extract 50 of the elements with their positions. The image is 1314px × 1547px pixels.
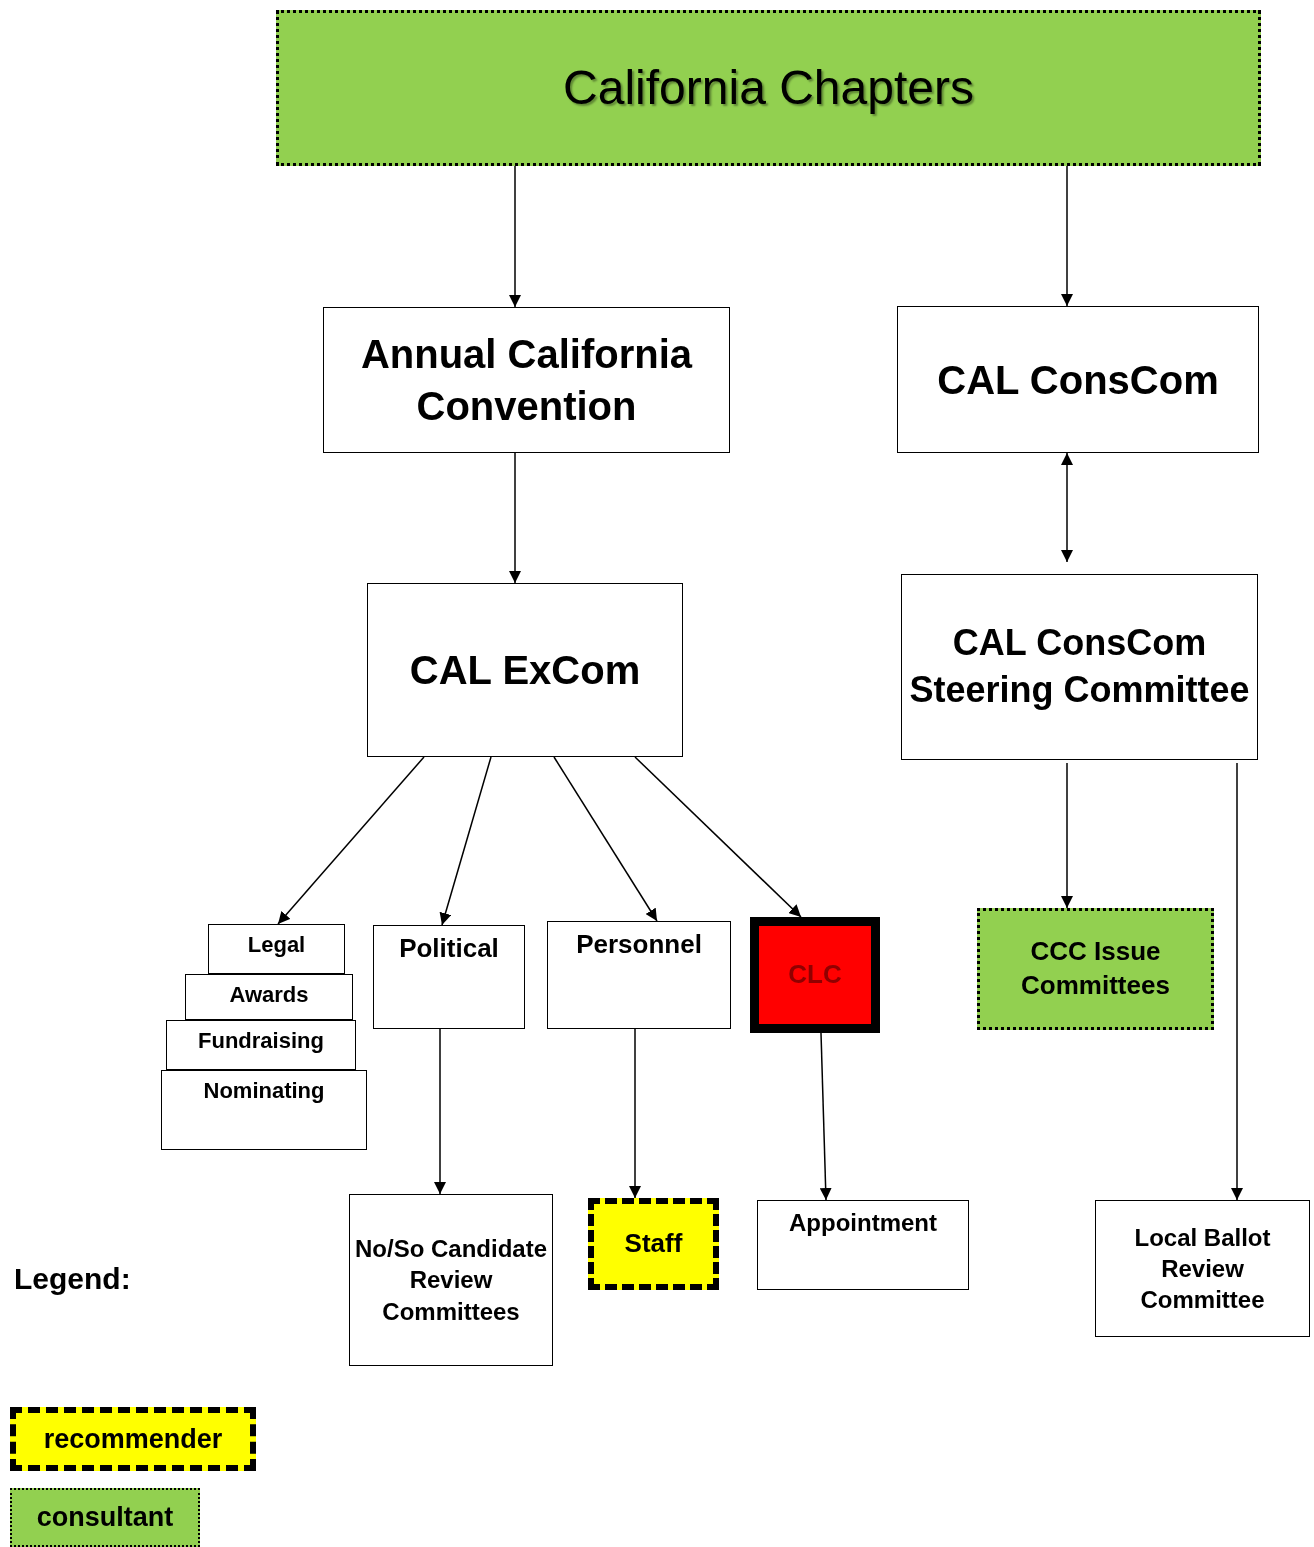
node-label: No/So Candidate Review Committees [354, 1234, 548, 1327]
committee-box [161, 1070, 367, 1150]
node-label: CLC [788, 958, 842, 992]
node-label: CCC Issue Committees [1020, 935, 1171, 1002]
committee-box [757, 1200, 969, 1290]
arrow [1061, 762, 1073, 909]
process-box [367, 583, 683, 757]
node-label: CAL ConsCom Steering Committee [908, 621, 1251, 712]
process-box [897, 306, 1259, 453]
arrow [1231, 762, 1243, 1201]
committee-box [208, 924, 345, 974]
node-label: Annual California Convention [359, 331, 694, 430]
arrow [629, 1028, 641, 1199]
arrow [439, 756, 492, 926]
process-box [901, 574, 1258, 760]
arrow [434, 1028, 446, 1195]
node-label: California Chapters [563, 59, 974, 116]
node-label: Fundraising [198, 1027, 324, 1055]
legend-text: consultant [36, 1502, 174, 1533]
node-label: CAL ConsCom [937, 356, 1219, 404]
arrow [1061, 165, 1073, 307]
node-label: Awards [229, 981, 309, 1009]
arrow [634, 756, 802, 918]
node-label: Appointment [789, 1208, 937, 1238]
committee-box [977, 908, 1214, 1030]
arrow [509, 165, 521, 308]
arrow [553, 756, 658, 922]
committee-box [185, 974, 353, 1020]
committee-box [547, 921, 731, 1029]
node-label: Legal [247, 931, 306, 959]
node-label: Personnel [576, 928, 702, 961]
committee-box [750, 917, 880, 1033]
node-label: Local Ballot Review Committee [1133, 1222, 1272, 1316]
node-label: Political [399, 932, 499, 965]
committee-box [373, 925, 525, 1029]
process-box [323, 307, 730, 453]
node-label: Staff [624, 1227, 683, 1261]
legend-text: recommender [43, 1423, 223, 1455]
node-label: CAL ExCom [409, 647, 641, 694]
node-label: Nominating [203, 1077, 325, 1105]
committee-box [349, 1194, 553, 1366]
chapters-box [276, 10, 1261, 166]
legend-heading: Legend: [14, 1262, 131, 1296]
committee-box [1095, 1200, 1310, 1337]
staff-box [588, 1198, 719, 1290]
committee-box [166, 1020, 356, 1070]
arrow [509, 452, 521, 584]
arrow [819, 1032, 832, 1201]
arrow [1061, 452, 1073, 563]
arrow [277, 756, 425, 925]
